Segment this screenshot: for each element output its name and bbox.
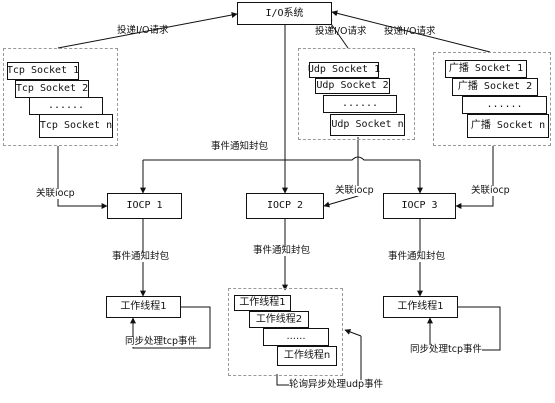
io-system-box: I/O系统	[237, 2, 332, 25]
broadcast-to-io-arrow	[331, 10, 491, 53]
udp-worker-thread-1: 工作线程1	[234, 295, 291, 311]
event-notify-top-label: 事件通知封包	[211, 141, 269, 152]
broadcast-assoc-arrow	[455, 146, 494, 209]
broadcast-worker-thread: 工作线程1	[383, 296, 458, 318]
iocp1-event-label: 事件通知封包	[112, 251, 170, 262]
broadcast-sync-loop	[427, 306, 501, 351]
tcp-worker-thread: 工作线程1	[106, 296, 181, 318]
udp-worker-thread-ellipsis: ......	[263, 328, 329, 346]
tcp-assoc-arrow	[57, 146, 108, 209]
iocp2-event-label: 事件通知封包	[253, 245, 311, 256]
udp-socket-group	[298, 48, 415, 140]
broadcast-socket-1: 广播 Socket 1	[445, 60, 527, 78]
iocp-3-box: IOCP 3	[383, 193, 456, 219]
tcp-socket-2: Tcp Socket 2	[15, 80, 89, 98]
udp-delivery-label: 投递I/O请求	[315, 26, 367, 37]
iocp-2-box: IOCP 2	[246, 193, 324, 219]
udp-socket-2: Udp Socket 2	[315, 78, 390, 94]
tcp-socket-group	[3, 48, 118, 146]
tcp-associate-label: 关联iocp	[36, 188, 75, 199]
broadcast-socket-2: 广播 Socket 2	[452, 78, 538, 96]
udp-associate-label: 关联iocp	[335, 185, 374, 196]
udp-socket-ellipsis: ......	[323, 95, 397, 113]
sync-tcp-label-left: 同步处理tcp事件	[125, 336, 197, 347]
udp-assoc-arrow	[323, 137, 359, 208]
udp-socket-n: Udp Socket n	[330, 114, 405, 136]
event-bus-line	[143, 156, 420, 161]
broadcast-delivery-label: 投递I/O请求	[384, 26, 436, 37]
tcp-socket-ellipsis: ......	[29, 97, 103, 115]
broadcast-socket-group	[433, 52, 551, 146]
tcp-to-io-arrow	[57, 12, 238, 49]
broadcast-associate-label: 关联iocp	[471, 185, 510, 196]
tcp-socket-n: Tcp Socket n	[39, 114, 113, 138]
iocp-1-box: IOCP 1	[107, 193, 182, 219]
iocp3-event-label: 事件通知封包	[388, 251, 446, 262]
tcp-delivery-label: 投递I/O请求	[117, 25, 169, 36]
udp-worker-thread-n: 工作线程n	[277, 346, 337, 366]
sync-tcp-label-right: 同步处理tcp事件	[410, 344, 482, 355]
broadcast-socket-n: 广播 Socket n	[467, 114, 549, 138]
udp-socket-1: Udp Socket 1	[308, 62, 380, 78]
worker-thread-group	[228, 288, 343, 376]
async-udp-label: 轮询异步处理udp事件	[289, 379, 384, 390]
udp-worker-thread-2: 工作线程2	[249, 311, 309, 328]
tcp-socket-1: Tcp Socket 1	[7, 62, 79, 80]
broadcast-socket-ellipsis: ......	[462, 96, 547, 114]
